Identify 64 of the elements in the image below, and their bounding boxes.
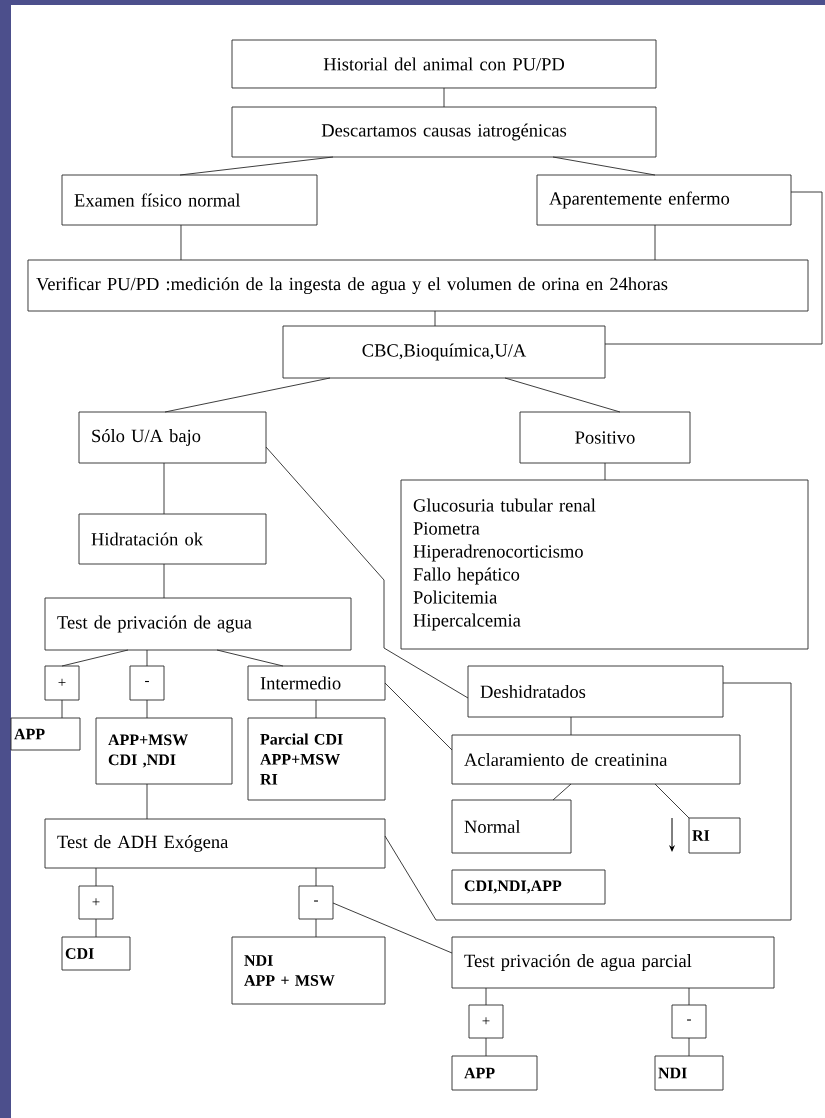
connector-line — [604, 462, 606, 481]
connector-line — [95, 867, 97, 887]
process-box: Test de ADH Exógena — [44, 818, 386, 869]
connector-line — [688, 987, 690, 1006]
connector-line — [163, 563, 165, 599]
connector-line — [443, 87, 445, 108]
result-box: APP+MSW CDI ,NDI — [95, 717, 233, 785]
result-box: CDI,NDI,APP — [451, 869, 606, 905]
connector-line — [688, 1037, 690, 1057]
process-box: Normal — [451, 799, 572, 854]
process-box: Historial del animal con PU/PD — [231, 39, 657, 89]
result-box: CDI — [61, 936, 131, 971]
connector-line — [654, 783, 690, 819]
sign-box: - — [129, 665, 165, 701]
connector-line — [146, 783, 148, 820]
connector-line — [95, 918, 97, 938]
connector-line — [163, 462, 165, 515]
sign-box: - — [298, 885, 334, 920]
connector-line — [485, 987, 487, 1006]
connector-line — [315, 867, 317, 887]
connector-line — [265, 446, 469, 699]
process-box: CBC,Bioquímica,U/A — [282, 325, 606, 379]
connector-line — [384, 682, 453, 751]
connector-line — [179, 156, 334, 176]
result-box: NDI APP + MSW — [231, 936, 386, 1005]
process-box: Intermedio — [247, 665, 386, 701]
connector-line — [504, 377, 621, 413]
connector-line — [384, 682, 792, 921]
connector-line — [164, 377, 331, 413]
process-box: Descartamos causas iatrogénicas — [231, 106, 657, 158]
connector-line — [61, 699, 63, 719]
sign-box: + — [468, 1004, 504, 1039]
process-box: Hidratación ok — [78, 513, 267, 565]
sign-box: + — [78, 885, 114, 920]
result-box: APP — [451, 1055, 538, 1091]
sign-box: - — [671, 1004, 707, 1039]
process-box: Aparentemente enfermo — [536, 174, 792, 226]
connector-line — [146, 649, 148, 667]
result-box: APP — [10, 717, 81, 751]
sign-box: + — [44, 665, 80, 701]
process-box: Positivo — [519, 411, 691, 464]
connector-line — [332, 902, 453, 954]
connector-line — [654, 224, 656, 261]
result-box: Parcial CDI APP+MSW RI — [247, 717, 386, 801]
connector-line — [146, 699, 148, 719]
process-box: Examen físico normal — [61, 174, 318, 226]
connector-line — [552, 783, 572, 801]
connector-line — [552, 156, 656, 176]
process-box: Deshidratados — [467, 665, 724, 718]
connector-line — [434, 310, 436, 327]
connector-line — [180, 224, 182, 261]
process-box: Verificar PU/PD :medición de la ingesta de agua y el volumen de orina en 24horas — [27, 259, 809, 312]
process-box: Test privación de agua parcial — [451, 936, 775, 989]
result-box: NDI — [654, 1055, 724, 1091]
connector-line — [315, 699, 317, 719]
list-box: Glucosuria tubular renal Piometra Hiperadrenocorticismo Fallo hepático Policitemia Hipercalcemia — [400, 479, 809, 650]
process-box: Test de privación de agua — [44, 597, 352, 651]
connector-line — [570, 716, 572, 736]
process-box: Aclaramiento de creatinina — [451, 734, 741, 785]
connector-line — [485, 1037, 487, 1057]
result-box: RI — [688, 817, 741, 854]
connector-line — [604, 191, 823, 345]
connector-line — [315, 918, 317, 938]
process-box: Sólo U/A bajo — [78, 411, 267, 464]
